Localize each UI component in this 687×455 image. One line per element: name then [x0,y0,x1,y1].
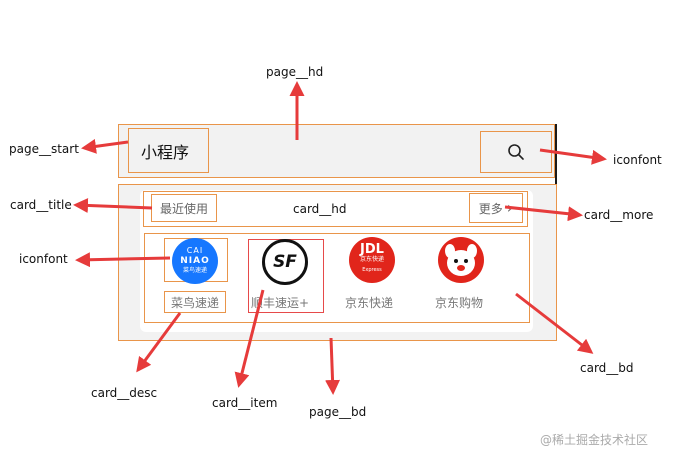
label-card-desc: card__desc [91,386,158,400]
jdl-logo[interactable]: JDL 京东快递 Express [349,237,395,283]
item-label-jd-shopping: 京东购物 [435,296,484,310]
label-page-hd: page__hd [266,65,324,79]
cainiao-logo[interactable]: CAI NIAO 菜鸟速递 [172,238,218,284]
sf-logo: SF [262,239,308,285]
app-title: 小程序 [141,142,190,162]
page-start: 小程序 [128,128,209,173]
card-more-label: 更多 [478,201,503,216]
card-header-annotation: card__hd [293,202,347,216]
search-icon [508,144,524,160]
label-page-bd: page__bd [309,405,367,419]
card-desc: 菜鸟速递 [164,291,226,313]
label-card-title: card__title [10,198,72,212]
page-header [118,124,555,178]
arrow-page-bd [325,337,341,395]
card-title-text: 最近使用 [159,201,208,216]
label-iconfont-left: iconfont [19,252,68,266]
label-iconfont-top: iconfont [613,153,662,167]
search-button[interactable] [480,131,552,173]
item-label-sf: 顺丰速运+ [251,296,310,310]
label-card-more: card__more [584,208,654,222]
item-label-jdl: 京东快递 [345,296,394,310]
card-body [144,233,530,323]
jd-shopping-logo[interactable] [438,237,484,283]
label-card-item: card__item [212,396,278,410]
joy-dog-icon [445,244,477,276]
card-more-button[interactable]: 更多 › [469,193,523,223]
item-label-cainiao: 菜鸟速递 [170,295,219,310]
chevron-right-icon: › [506,198,514,217]
label-page-start: page__start [9,142,79,156]
label-card-bd: card__bd [580,361,634,375]
card-title: 最近使用 [151,194,217,222]
watermark: @稀土掘金技术社区 [540,433,649,447]
